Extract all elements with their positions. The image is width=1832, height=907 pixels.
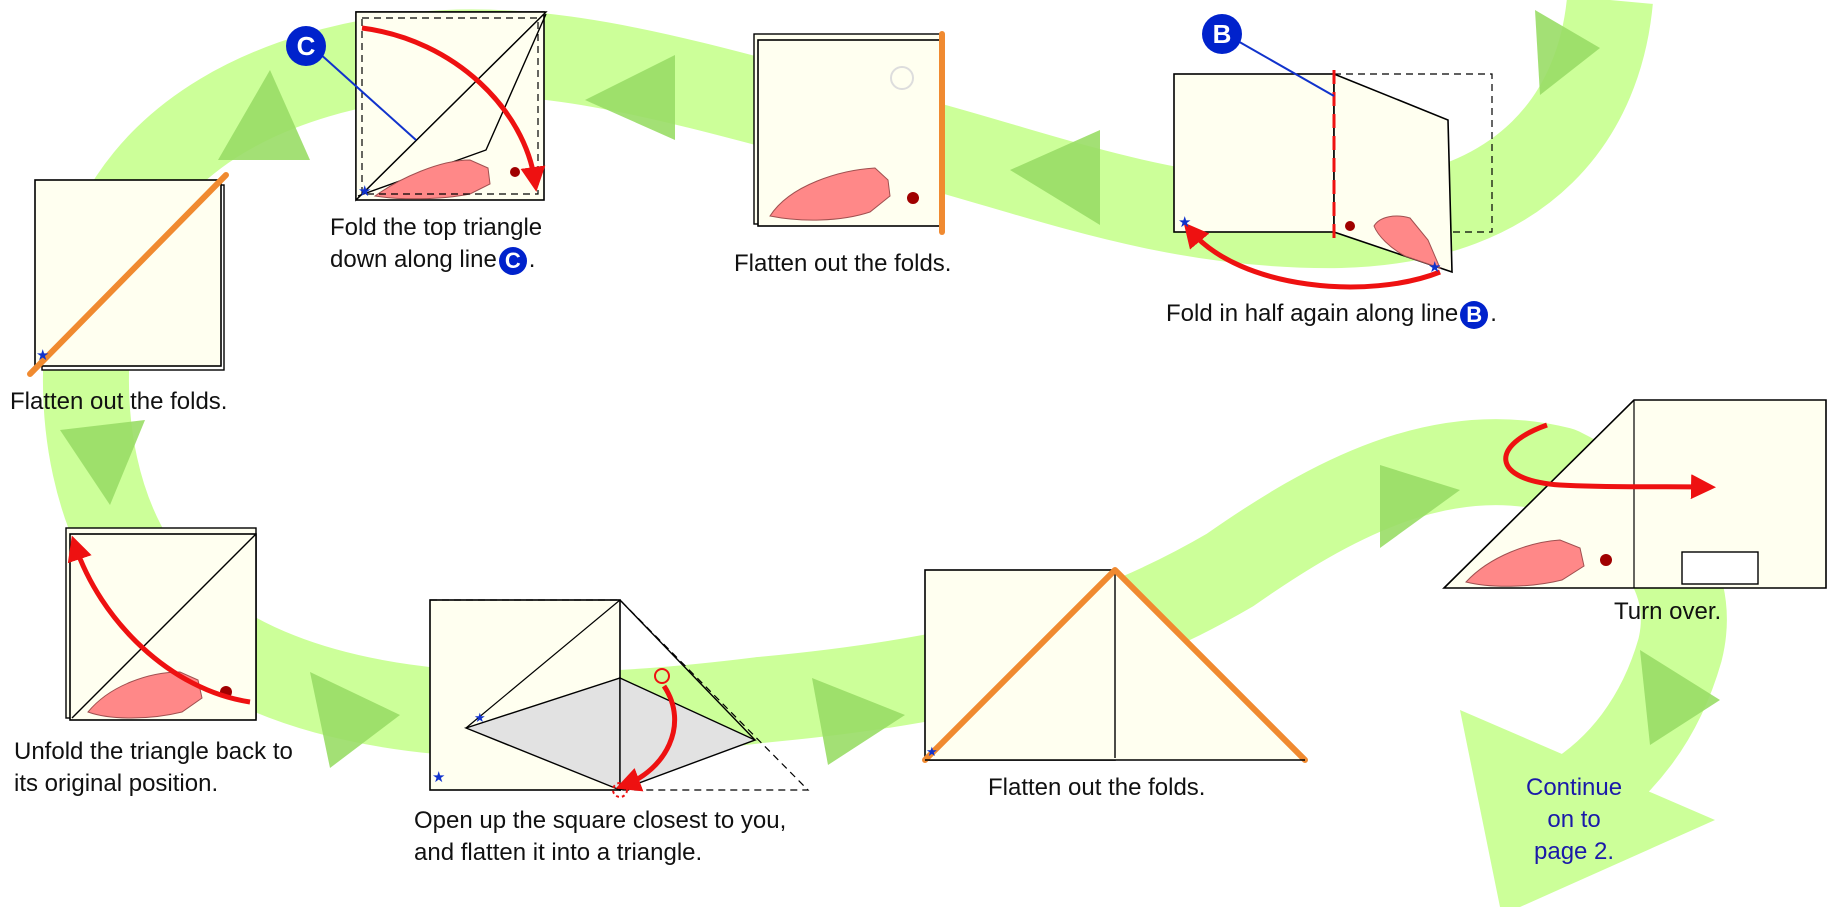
caption-suffix: . bbox=[528, 246, 536, 273]
continue-line: page 2. bbox=[1534, 838, 1615, 865]
step-flatten-1-caption: Flatten out the folds. bbox=[10, 386, 227, 418]
star-marker: ★ bbox=[358, 182, 371, 200]
white-rectangle bbox=[1681, 551, 1759, 585]
star-marker: ★ bbox=[432, 768, 445, 786]
continue-note: Continue on to page 2. bbox=[1526, 772, 1622, 868]
step-unfold-figure bbox=[65, 527, 257, 721]
line-c-pointer bbox=[317, 51, 417, 141]
step-flatten-3-caption: Flatten out the folds. bbox=[988, 772, 1205, 804]
mouth-shape bbox=[769, 167, 891, 221]
caption-line: its original position. bbox=[14, 770, 219, 797]
flow-arrow bbox=[812, 678, 905, 765]
flow-end-arrowhead bbox=[1460, 710, 1715, 907]
step-fold-b-figure: B ★ ★ bbox=[1173, 14, 1493, 290]
turn-over-arrow bbox=[1503, 422, 1716, 500]
step-fold-c-figure: C ★ bbox=[286, 11, 548, 202]
flow-arrow bbox=[60, 420, 145, 505]
diagonal-fold-line bbox=[27, 172, 229, 377]
step-open-square-figure: ★ ★ bbox=[429, 599, 810, 798]
unfold-arrow bbox=[67, 535, 251, 705]
caption-line: Flatten out the folds. bbox=[10, 388, 228, 415]
line-c-label-circle bbox=[286, 26, 326, 66]
step-unfold-caption: Unfold the triangle back to its original… bbox=[14, 736, 293, 800]
step-flatten-2-caption: Flatten out the folds. bbox=[734, 248, 951, 280]
flow-arrow bbox=[1010, 130, 1100, 225]
continue-line: on to bbox=[1547, 806, 1601, 833]
step-turn-over-figure bbox=[1442, 399, 1827, 589]
caption-line: Flatten out the folds. bbox=[734, 250, 952, 277]
eye-dot bbox=[1345, 221, 1355, 231]
line-b-label: B bbox=[1213, 19, 1232, 49]
eye-dot bbox=[907, 192, 919, 204]
mouth-shape bbox=[1465, 539, 1585, 587]
open-point-marker bbox=[654, 668, 670, 684]
line-b-badge: B bbox=[1460, 300, 1489, 329]
flow-arrow bbox=[1535, 10, 1600, 95]
triangle-fold-edges bbox=[922, 567, 1308, 763]
fold-arrow bbox=[1183, 222, 1441, 290]
caption-line: Unfold the triangle back to bbox=[14, 738, 293, 765]
caption-line: Fold the top triangle bbox=[330, 214, 543, 241]
step-open-square-caption: Open up the square closest to you, and f… bbox=[414, 805, 786, 869]
star-marker: ★ bbox=[1178, 213, 1191, 231]
step-flatten-2-figure bbox=[753, 31, 945, 235]
flow-arrow bbox=[585, 55, 675, 140]
flow-arrow bbox=[218, 70, 310, 160]
caption-line: Fold in half again along line bbox=[1166, 300, 1459, 327]
star-marker: ★ bbox=[474, 711, 486, 726]
caption-line: Turn over. bbox=[1614, 598, 1722, 625]
star-marker: ★ bbox=[36, 346, 49, 364]
mouth-shape bbox=[87, 671, 203, 719]
line-b-label-circle bbox=[1202, 14, 1242, 54]
eye-dot bbox=[1600, 554, 1612, 566]
flow-direction-arrows bbox=[60, 10, 1720, 768]
flow-arrow bbox=[1380, 465, 1460, 548]
line-b-pointer bbox=[1235, 39, 1335, 97]
star-marker: ★ bbox=[926, 745, 938, 760]
star-marker: ★ bbox=[1428, 258, 1441, 276]
flow-arrow bbox=[310, 672, 400, 768]
line-c-label: C bbox=[297, 31, 316, 61]
caption-line: Flatten out the folds. bbox=[988, 774, 1206, 801]
mouth-shape bbox=[1373, 215, 1441, 269]
step-turn-over-caption: Turn over. bbox=[1614, 596, 1721, 628]
step-flatten-1-figure: ★ bbox=[27, 172, 229, 377]
faint-circle bbox=[890, 66, 914, 90]
eye-dot bbox=[510, 167, 520, 177]
flow-arrow bbox=[1640, 650, 1720, 745]
fold-arrow bbox=[361, 25, 546, 192]
line-c-badge: C bbox=[498, 246, 527, 275]
caption-line: and flatten it into a triangle. bbox=[414, 839, 703, 866]
step-flatten-3-figure: ★ bbox=[922, 567, 1308, 763]
shaded-triangle-right bbox=[619, 676, 757, 792]
caption-suffix: . bbox=[1490, 300, 1497, 327]
mouth-shape bbox=[373, 159, 491, 200]
open-arrow bbox=[615, 684, 677, 792]
continue-line: Continue bbox=[1526, 774, 1623, 801]
caption-line: Open up the square closest to you, bbox=[414, 807, 787, 834]
caption-line: down along line bbox=[330, 246, 497, 273]
